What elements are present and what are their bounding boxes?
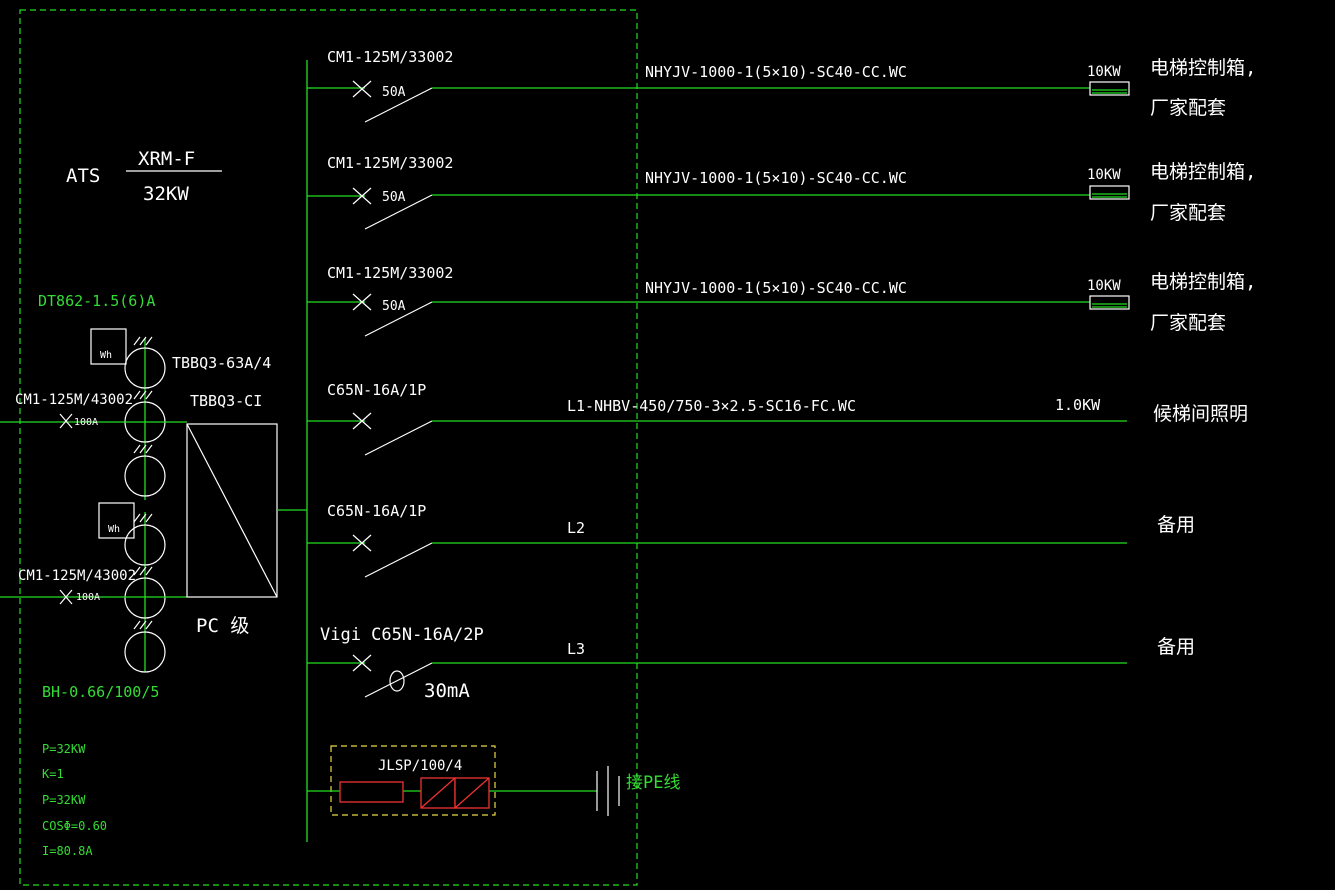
- inlet-1-rating: 100A: [74, 417, 98, 428]
- ats-model: XRM-F: [138, 148, 195, 170]
- branch-3-dest2: 厂家配套: [1150, 312, 1226, 334]
- param-pe: P=32KW: [42, 742, 86, 756]
- branch-2-dest2: 厂家配套: [1150, 202, 1226, 224]
- branch-3-cable: NHYJV-1000-1(5×10)-SC40-CC.WC: [645, 279, 907, 297]
- branch-3-load: 10KW: [1087, 278, 1121, 294]
- inlet-2-rating: 100A: [76, 592, 100, 603]
- load-params: P=32KW K=1 P=32KW COSΦ=0.60 I=80.8A: [42, 742, 107, 858]
- inlet-2-breaker: CM1-125M/43002: [18, 568, 136, 584]
- branch-4-breaker: C65N-16A/1P: [327, 381, 426, 399]
- ats-power: 32KW: [143, 183, 189, 205]
- spd-model: JLSP/100/4: [378, 758, 462, 774]
- energy-meter-1-icon: [90, 328, 127, 365]
- ct-chain-bottom: [124, 512, 166, 673]
- param-ijs: I=80.8A: [42, 844, 93, 858]
- param-cos: COSΦ=0.60: [42, 819, 107, 833]
- branch-6-dest: 备用: [1157, 636, 1195, 658]
- branch-1: CM1-125M/33002 50A NHYJV-1000-1(5×10)-SC…: [307, 48, 1256, 123]
- branch-5: C65N-16A/1P L2 备用: [307, 502, 1195, 578]
- branch-6-rcd: 30mA: [424, 680, 470, 702]
- energy-meter-2-icon: [98, 502, 135, 539]
- branch-5-dest: 备用: [1157, 514, 1195, 536]
- switch-label: TBBQ3-CI: [190, 392, 262, 410]
- meter-model: DT862-1.5(6)A: [38, 292, 155, 310]
- branch-1-rating: 50A: [382, 85, 406, 100]
- ats-prefix: ATS: [66, 165, 100, 187]
- branch-2-dest: 电梯控制箱,: [1150, 161, 1256, 183]
- param-kx: K=1: [42, 767, 64, 781]
- branch-1-load: 10KW: [1087, 64, 1121, 80]
- branch-2-rating: 50A: [382, 190, 406, 205]
- meter-1-label: Wh: [100, 350, 112, 361]
- branch-1-breaker: CM1-125M/33002: [327, 48, 453, 66]
- branch-3-rating: 50A: [382, 299, 406, 314]
- branch-6: Vigi C65N-16A/2P 30mA L3 备用: [307, 625, 1195, 702]
- pc-label: PC 级: [196, 615, 249, 637]
- pe-label: 接PE线: [626, 773, 680, 793]
- branch-3: CM1-125M/33002 50A NHYJV-1000-1(5×10)-SC…: [307, 264, 1256, 337]
- inlet-1-breaker: CM1-125M/43002: [15, 392, 133, 408]
- branch-2: CM1-125M/33002 50A NHYJV-1000-1(5×10)-SC…: [307, 154, 1256, 230]
- param-pjs: P=32KW: [42, 793, 86, 807]
- branch-6-breaker: Vigi C65N-16A/2P: [320, 625, 484, 645]
- meter-2-label: Wh: [108, 524, 120, 535]
- branch-2-load: 10KW: [1087, 167, 1121, 183]
- branch-5-cable: L2: [567, 519, 585, 537]
- ct-bottom-label: BH-0.66/100/5: [42, 683, 159, 701]
- branch-6-cable: L3: [567, 640, 585, 658]
- branch-4-cable: L1-NHBV-450/750-3×2.5-SC16-FC.WC: [567, 397, 856, 415]
- branch-4-dest: 候梯间照明: [1153, 403, 1248, 425]
- panel-enclosure: [19, 9, 638, 886]
- branch-5-breaker: C65N-16A/1P: [327, 502, 426, 520]
- branch-3-dest: 电梯控制箱,: [1150, 271, 1256, 293]
- branch-4-load: 1.0KW: [1055, 396, 1101, 414]
- ct-top-label: TBBQ3-63A/4: [172, 354, 271, 372]
- branch-1-dest2: 厂家配套: [1150, 97, 1226, 119]
- branch-1-cable: NHYJV-1000-1(5×10)-SC40-CC.WC: [645, 63, 907, 81]
- branch-2-breaker: CM1-125M/33002: [327, 154, 453, 172]
- branch-1-dest: 电梯控制箱,: [1150, 57, 1256, 79]
- ct-chain-top: [124, 336, 166, 500]
- branch-2-cable: NHYJV-1000-1(5×10)-SC40-CC.WC: [645, 169, 907, 187]
- branch-4: C65N-16A/1P L1-NHBV-450/750-3×2.5-SC16-F…: [307, 381, 1248, 456]
- branch-3-breaker: CM1-125M/33002: [327, 264, 453, 282]
- surge-protector: JLSP/100/4 接PE线: [307, 745, 680, 816]
